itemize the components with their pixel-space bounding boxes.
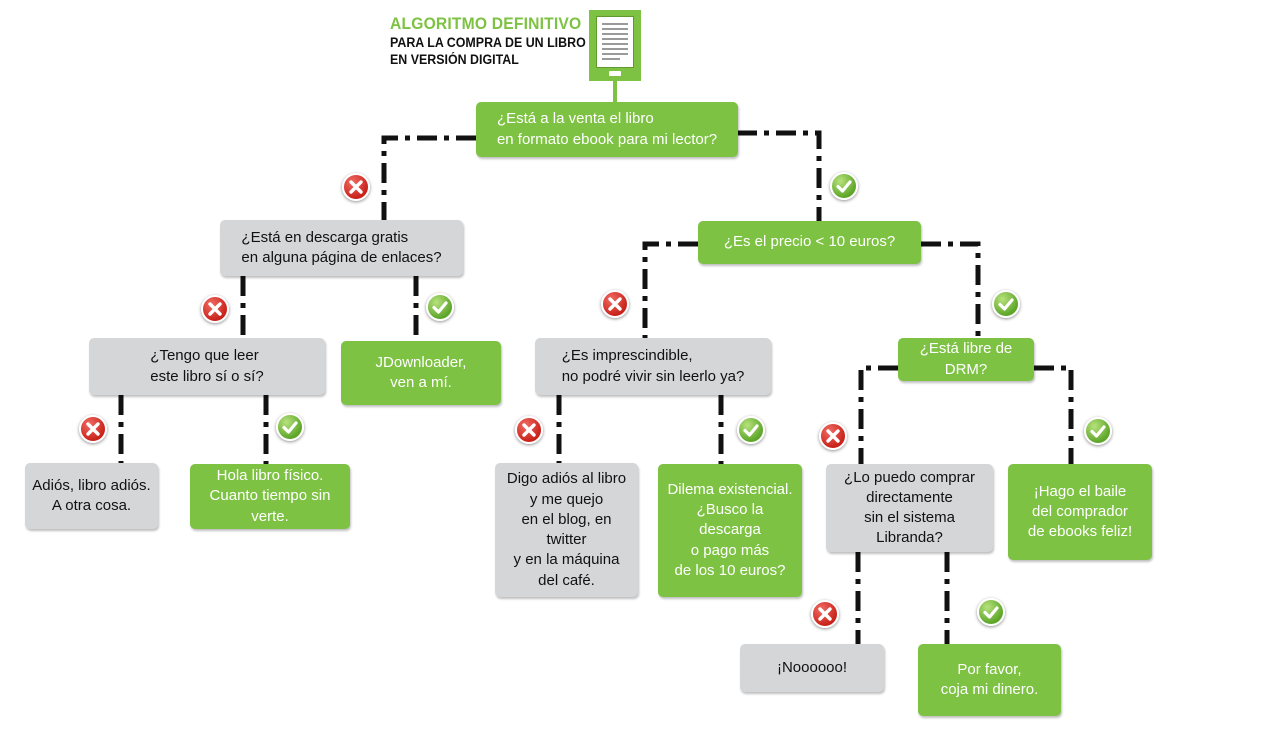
node-label: Dilema existencial. ¿Busco la descarga o… <box>667 480 793 579</box>
cross-icon <box>342 173 370 201</box>
node-take-my-money: Por favor, coja mi dinero. <box>918 644 1061 716</box>
title-line-2: EN VERSIÓN DIGITAL <box>390 52 519 67</box>
connector-precio-yes <box>921 241 981 338</box>
connector-drm-no <box>858 365 898 464</box>
node-hello-physical-book: Hola libro físico. Cuanto tiempo sin ver… <box>190 464 350 529</box>
check-icon <box>1084 417 1112 445</box>
node-existential-dilemma: Dilema existencial. ¿Busco la descarga o… <box>658 464 802 597</box>
node-must-read: ¿Tengo que leer este libro sí o sí? <box>89 338 325 395</box>
node-label: ¿Está en descarga gratis en alguna págin… <box>241 228 442 266</box>
node-label: ¿Está a la venta el libro en formato ebo… <box>496 110 718 148</box>
check-icon <box>276 413 304 441</box>
node-happy-dance: ¡Hago el baile del comprador de ebooks f… <box>1008 464 1152 560</box>
node-is-drm-free: ¿Está libre de DRM? <box>898 338 1034 381</box>
cross-icon <box>601 290 629 318</box>
node-label: ¿Es el precio < 10 euros? <box>723 233 896 251</box>
node-label: ¡Hago el baile del comprador de ebooks f… <box>1027 482 1133 541</box>
connector-precio-no <box>642 241 698 338</box>
check-icon <box>426 293 454 321</box>
node-is-essential: ¿Es imprescindible, no podré vivir sin l… <box>535 338 771 395</box>
cross-icon <box>79 415 107 443</box>
node-label: ¿Está libre de DRM? <box>919 340 1013 378</box>
node-buy-without-libranda: ¿Lo puedo comprar directamente sin el si… <box>826 464 993 552</box>
check-icon <box>830 172 858 200</box>
node-label: JDownloader, ven a mí. <box>375 353 467 391</box>
node-label: ¿Lo puedo comprar directamente sin el si… <box>844 468 975 547</box>
node-label: Digo adiós al libro y me quejo en el blo… <box>506 470 627 589</box>
node-label: Por favor, coja mi dinero. <box>940 660 1039 698</box>
connector-venta-yes <box>737 130 822 221</box>
node-complain-goodbye: Digo adiós al libro y me quejo en el blo… <box>495 463 638 597</box>
node-label: ¡Noooooo! <box>776 658 848 676</box>
node-is-free-download: ¿Está en descarga gratis en alguna págin… <box>220 220 463 276</box>
title-block: ALGORITMO DEFINITIVO PARA LA COMPRA DE U… <box>390 14 590 68</box>
title-main: ALGORITMO DEFINITIVO <box>390 14 582 33</box>
node-goodbye-book: Adiós, libro adiós. A otra cosa. <box>25 463 158 529</box>
check-icon <box>992 290 1020 318</box>
cross-icon <box>819 422 847 450</box>
cross-icon <box>811 600 839 628</box>
cross-icon <box>201 295 229 323</box>
node-label: Adiós, libro adiós. A otra cosa. <box>32 476 151 514</box>
check-icon <box>977 598 1005 626</box>
ereader-icon <box>589 10 641 111</box>
node-label: Hola libro físico. Cuanto tiempo sin ver… <box>209 467 331 525</box>
check-icon <box>737 416 765 444</box>
node-is-ebook-for-sale: ¿Está a la venta el libro en formato ebo… <box>476 102 738 157</box>
node-jdownloader: JDownloader, ven a mí. <box>341 341 501 405</box>
connector-drm-yes <box>1034 365 1074 464</box>
node-is-price-under-10: ¿Es el precio < 10 euros? <box>698 221 921 264</box>
node-noooo: ¡Noooooo! <box>740 644 884 692</box>
connector-venta-no <box>381 135 476 220</box>
node-label: ¿Es imprescindible, no podré vivir sin l… <box>561 347 745 385</box>
node-label: ¿Tengo que leer este libro sí o sí? <box>150 347 264 385</box>
cross-icon <box>515 416 543 444</box>
title-line-1: PARA LA COMPRA DE UN LIBRO <box>390 35 586 50</box>
